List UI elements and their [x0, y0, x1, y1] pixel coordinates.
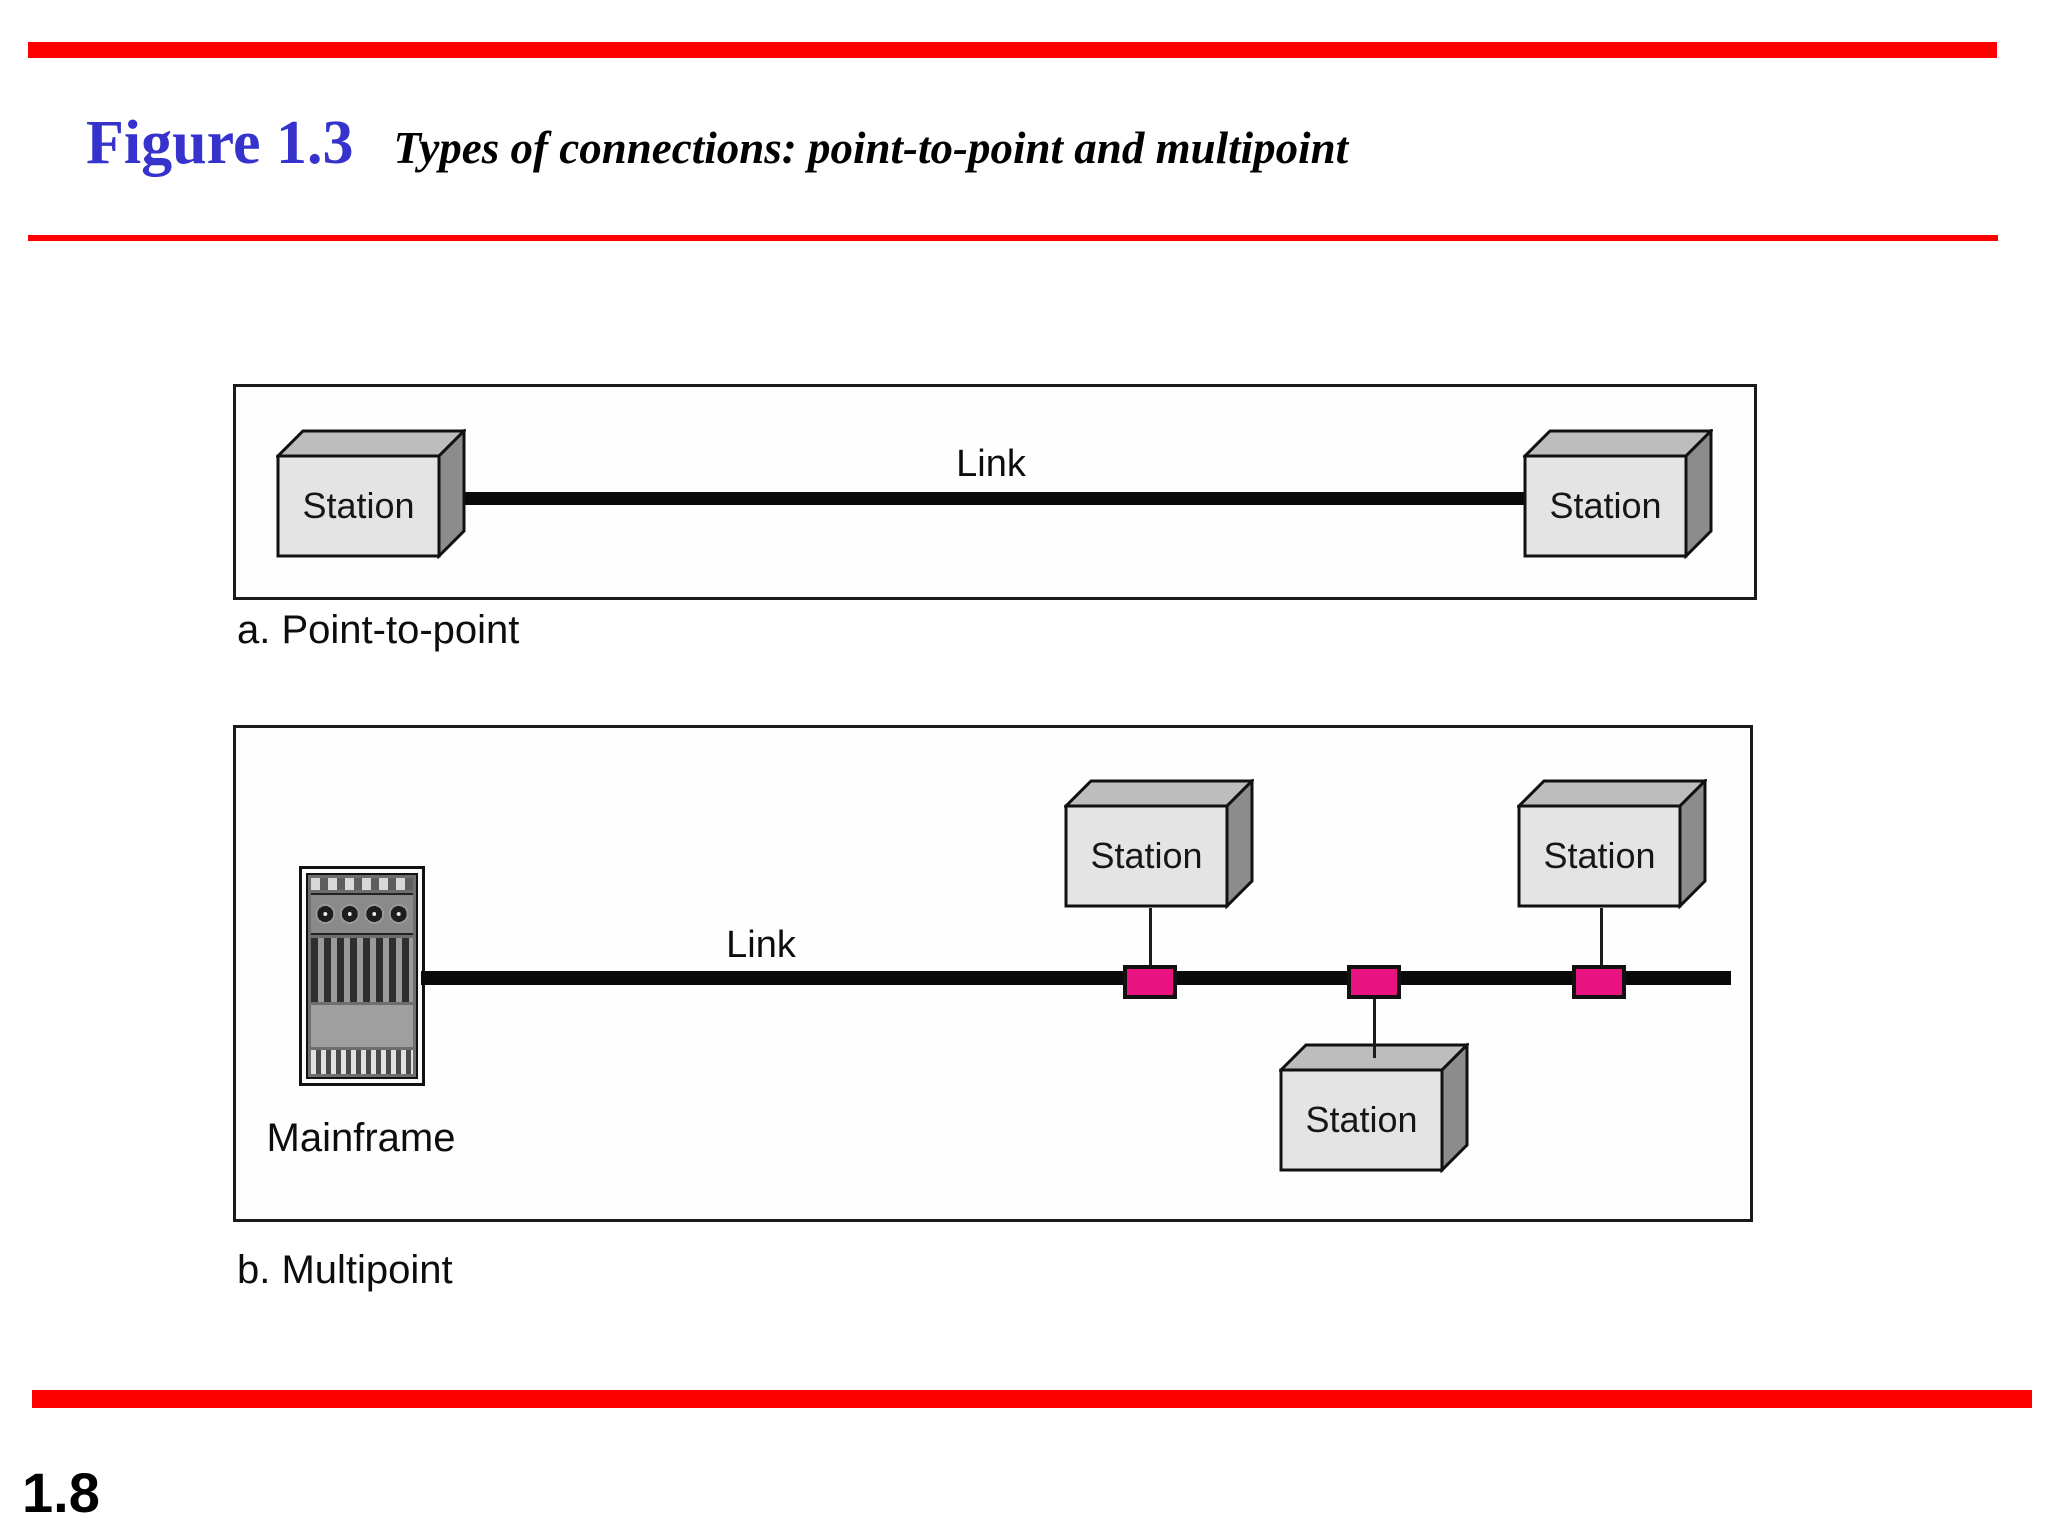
station-b-top-right: Station — [1517, 779, 1707, 909]
diagram-b-caption: b. Multipoint — [237, 1248, 453, 1292]
station-b-bottom: Station — [1279, 1043, 1469, 1173]
station-front-face — [1064, 804, 1229, 908]
tap-connector-2 — [1347, 965, 1401, 999]
station-front-face — [276, 454, 441, 558]
mainframe-illustration — [299, 866, 425, 1086]
mainframe-tape-reels — [311, 893, 413, 935]
station-front-face — [1523, 454, 1688, 558]
link-label-a: Link — [956, 443, 1026, 485]
page-number: 1.8 — [22, 1461, 100, 1524]
diagram-a-caption: a. Point-to-point — [237, 608, 520, 652]
station-a-right: Station — [1523, 429, 1713, 559]
station-top-face — [1064, 779, 1254, 808]
station-3d-box — [276, 429, 466, 559]
station-3d-box — [1523, 429, 1713, 559]
link-line-b — [421, 971, 1731, 985]
title-underline — [28, 235, 1998, 241]
mainframe-cabinet — [306, 873, 418, 1079]
drop-line-1 — [1149, 908, 1152, 968]
tap-connector-3 — [1572, 965, 1626, 999]
station-label: Station — [1305, 1099, 1418, 1140]
station-label: Station — [1549, 485, 1662, 526]
station-label: Station — [1090, 835, 1203, 876]
mainframe-label: Mainframe — [266, 1116, 456, 1160]
station-top-face — [1523, 429, 1713, 458]
mainframe-panel — [311, 1005, 413, 1047]
link-label-b: Link — [726, 924, 796, 966]
station-b-top-left: Station — [1064, 779, 1254, 909]
figure-title: Types of connections: point-to-point and… — [393, 123, 1349, 173]
link-line-a — [458, 492, 1525, 505]
station-top-face — [276, 429, 466, 458]
station-front-face — [1517, 804, 1682, 908]
station-label: Station — [1543, 835, 1656, 876]
tap-connector-1 — [1123, 965, 1177, 999]
diagram-b-frame: Mainframe Link Station Station Station — [233, 725, 1753, 1222]
mainframe-bottom-vents — [311, 1050, 413, 1074]
figure-label: Figure 1.3 — [86, 109, 354, 177]
station-3d-box — [1517, 779, 1707, 909]
station-a-left: Station — [276, 429, 466, 559]
station-label: Station — [302, 485, 415, 526]
title-row: Figure 1.3 Types of connections: point-t… — [86, 108, 1348, 179]
bottom-rule — [32, 1390, 2032, 1408]
station-3d-box — [1064, 779, 1254, 909]
mainframe-vents — [311, 878, 413, 890]
station-top-face — [1517, 779, 1707, 808]
station-front-face — [1279, 1068, 1444, 1172]
drop-line-2 — [1373, 996, 1376, 1058]
top-rule — [28, 42, 1997, 58]
mainframe-rack-stripes — [311, 938, 413, 1002]
drop-line-3 — [1600, 908, 1603, 968]
diagram-a-frame: Link Station Station — [233, 384, 1757, 600]
